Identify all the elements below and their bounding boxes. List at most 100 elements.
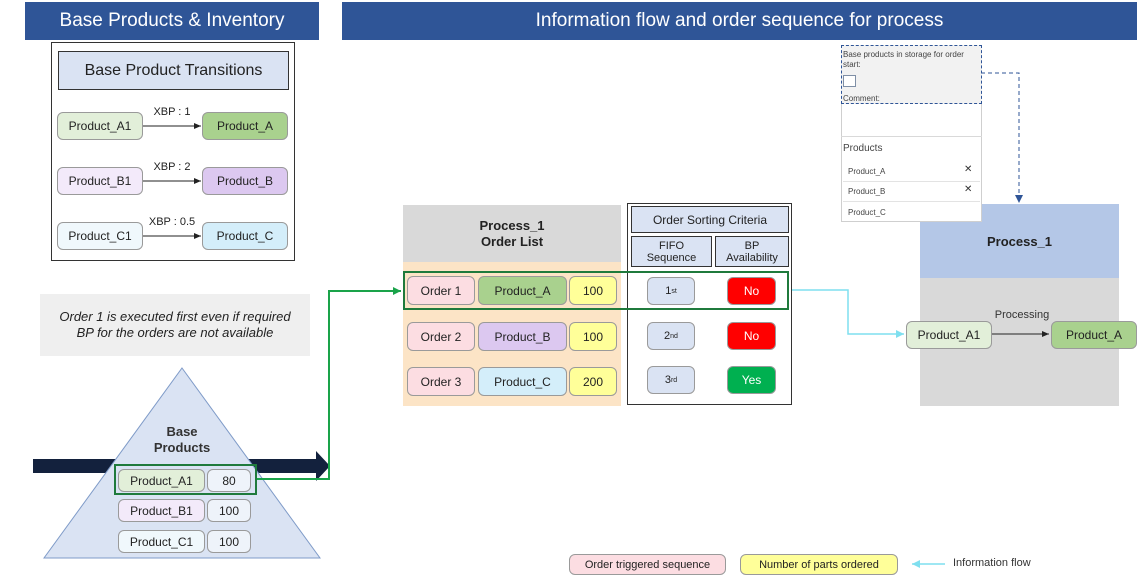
criteria-col-fifo: FIFO Sequence: [631, 236, 712, 267]
transition-to-label: Product_B: [216, 174, 274, 188]
order-qty-label: 100: [582, 329, 604, 344]
legend-order-triggered: Order triggered sequence: [569, 554, 726, 575]
transition-factor-text: XBP : 0.5: [148, 216, 196, 228]
comment-label-text: Comment:: [843, 94, 880, 103]
dark-flow-arrow-head: [316, 451, 330, 481]
transition-to-label: Product_A: [216, 119, 274, 133]
order-qty-label: 100: [582, 283, 604, 298]
pyramid-title-line2: Products: [153, 440, 211, 455]
pyramid-product-c1: Product_C1: [118, 530, 205, 553]
transition-factor-text: XBP : 1: [153, 106, 191, 118]
order-1-product: Product_A: [478, 276, 567, 305]
order-2-product: Product_B: [478, 322, 567, 351]
transitions-title-text: Base Product Transitions: [84, 61, 263, 79]
bp-avail-1: No: [727, 277, 776, 305]
order-list-header: [403, 205, 621, 262]
pyramid-product-label: Product_C1: [129, 534, 194, 549]
fifo-seq-num: 2: [664, 330, 671, 342]
product-item-label: Product_C: [848, 208, 886, 217]
bp-avail-3: Yes: [727, 366, 776, 394]
legend-info-flow: Information flow: [953, 557, 1031, 569]
order-1-highlight: [403, 271, 789, 310]
storage-label: Base products in storage for order start…: [843, 50, 978, 70]
product-item: Product_C: [848, 208, 886, 217]
pyramid-qty-label: 80: [222, 473, 236, 488]
process-step-label: Processing: [990, 309, 1054, 321]
remove-icon[interactable]: ✕: [964, 164, 972, 175]
order-3-label: Order 3: [407, 367, 475, 396]
order-product-label: Product_B: [494, 329, 551, 344]
order-3-qty: 200: [569, 367, 617, 396]
left-banner: Base Products & Inventory: [25, 2, 319, 40]
pyramid-product-label: Product_B1: [130, 503, 193, 518]
transition-to-b: Product_B: [202, 167, 288, 195]
bp-avail-2: No: [727, 322, 776, 350]
pyramid-highlight: [114, 464, 257, 495]
fifo-seq-sup: st: [671, 287, 677, 295]
transition-from-a1: Product_A1: [57, 112, 143, 140]
bp-avail-label: No: [743, 284, 760, 298]
legend-order-triggered-text: Order triggered sequence: [584, 558, 711, 571]
order-qty-label: 200: [582, 374, 604, 389]
criteria-col-bp: BP Availability: [715, 236, 789, 267]
transitions-title: Base Product Transitions: [58, 51, 289, 90]
transition-factor: XBP : 0.5: [140, 216, 204, 228]
fifo-seq-num: 3: [664, 374, 671, 386]
pyramid-qty-b1: 100: [207, 499, 251, 522]
process-to-label: Product_A: [1065, 328, 1123, 342]
pyramid-product-a1: Product_A1: [118, 469, 205, 492]
storage-checkbox[interactable]: [843, 75, 856, 87]
order-1-qty: 100: [569, 276, 617, 305]
remove-icon[interactable]: ✕: [964, 184, 972, 195]
right-banner-title: Information flow and order sequence for …: [535, 10, 944, 31]
criteria-col-fifo-line2: Sequence: [646, 251, 697, 264]
criteria-title-text: Order Sorting Criteria: [652, 212, 768, 227]
product-item: Product_A: [848, 167, 885, 176]
process-title-text: Process_1: [986, 234, 1053, 249]
product-item-label: Product_B: [848, 187, 886, 196]
pyramid-product-label: Product_A1: [130, 473, 193, 488]
transition-from-label: Product_C1: [68, 229, 132, 243]
note-box: Order 1 is executed first even if requir…: [40, 294, 310, 356]
transition-to-c: Product_C: [202, 222, 288, 250]
left-banner-title: Base Products & Inventory: [59, 10, 285, 31]
criteria-col-fifo-line1: FIFO: [658, 239, 685, 252]
fifo-seq-num: 1: [665, 285, 672, 297]
criteria-col-bp-line2: Availability: [726, 251, 778, 264]
process-to: Product_A: [1051, 321, 1137, 349]
info-flow-line: [790, 289, 904, 338]
product-divider: [843, 201, 980, 202]
storage-form-top: [841, 45, 982, 104]
form-link-line: [981, 72, 1023, 203]
order-list-title-line1: Process_1: [479, 218, 545, 233]
transition-from-c1: Product_C1: [57, 222, 143, 250]
fifo-seq-sup: nd: [670, 332, 678, 340]
pyramid-product-b1: Product_B1: [118, 499, 205, 522]
right-banner: Information flow and order sequence for …: [342, 2, 1137, 40]
order-label: Order 2: [420, 329, 462, 344]
process-title: Process_1: [920, 234, 1119, 249]
process-step-text: Processing: [994, 309, 1050, 321]
products-title-text: Products: [843, 143, 883, 154]
transition-to-a: Product_A: [202, 112, 288, 140]
pyramid-qty-label: 100: [218, 503, 240, 518]
product-item: Product_B: [848, 187, 885, 196]
order-list-title-line2: Order List: [480, 234, 544, 249]
transition-from-label: Product_B1: [68, 174, 132, 188]
bp-avail-label: No: [743, 329, 760, 343]
legend-parts-ordered-text: Number of parts ordered: [759, 558, 879, 571]
order-label: Order 1: [420, 283, 462, 298]
remove-icon-glyph: ✕: [964, 164, 973, 175]
pyramid-title: Base Products: [122, 424, 242, 456]
transition-from-b1: Product_B1: [57, 167, 143, 195]
order-product-label: Product_A: [494, 283, 551, 298]
pyramid-shape: [43, 367, 321, 559]
order-product-label: Product_C: [494, 374, 551, 389]
pyramid-title-line1: Base: [166, 424, 198, 439]
comment-label: Comment:: [843, 94, 880, 103]
order-trigger-link: [257, 287, 401, 480]
pyramid-qty-a1: 80: [207, 469, 251, 492]
